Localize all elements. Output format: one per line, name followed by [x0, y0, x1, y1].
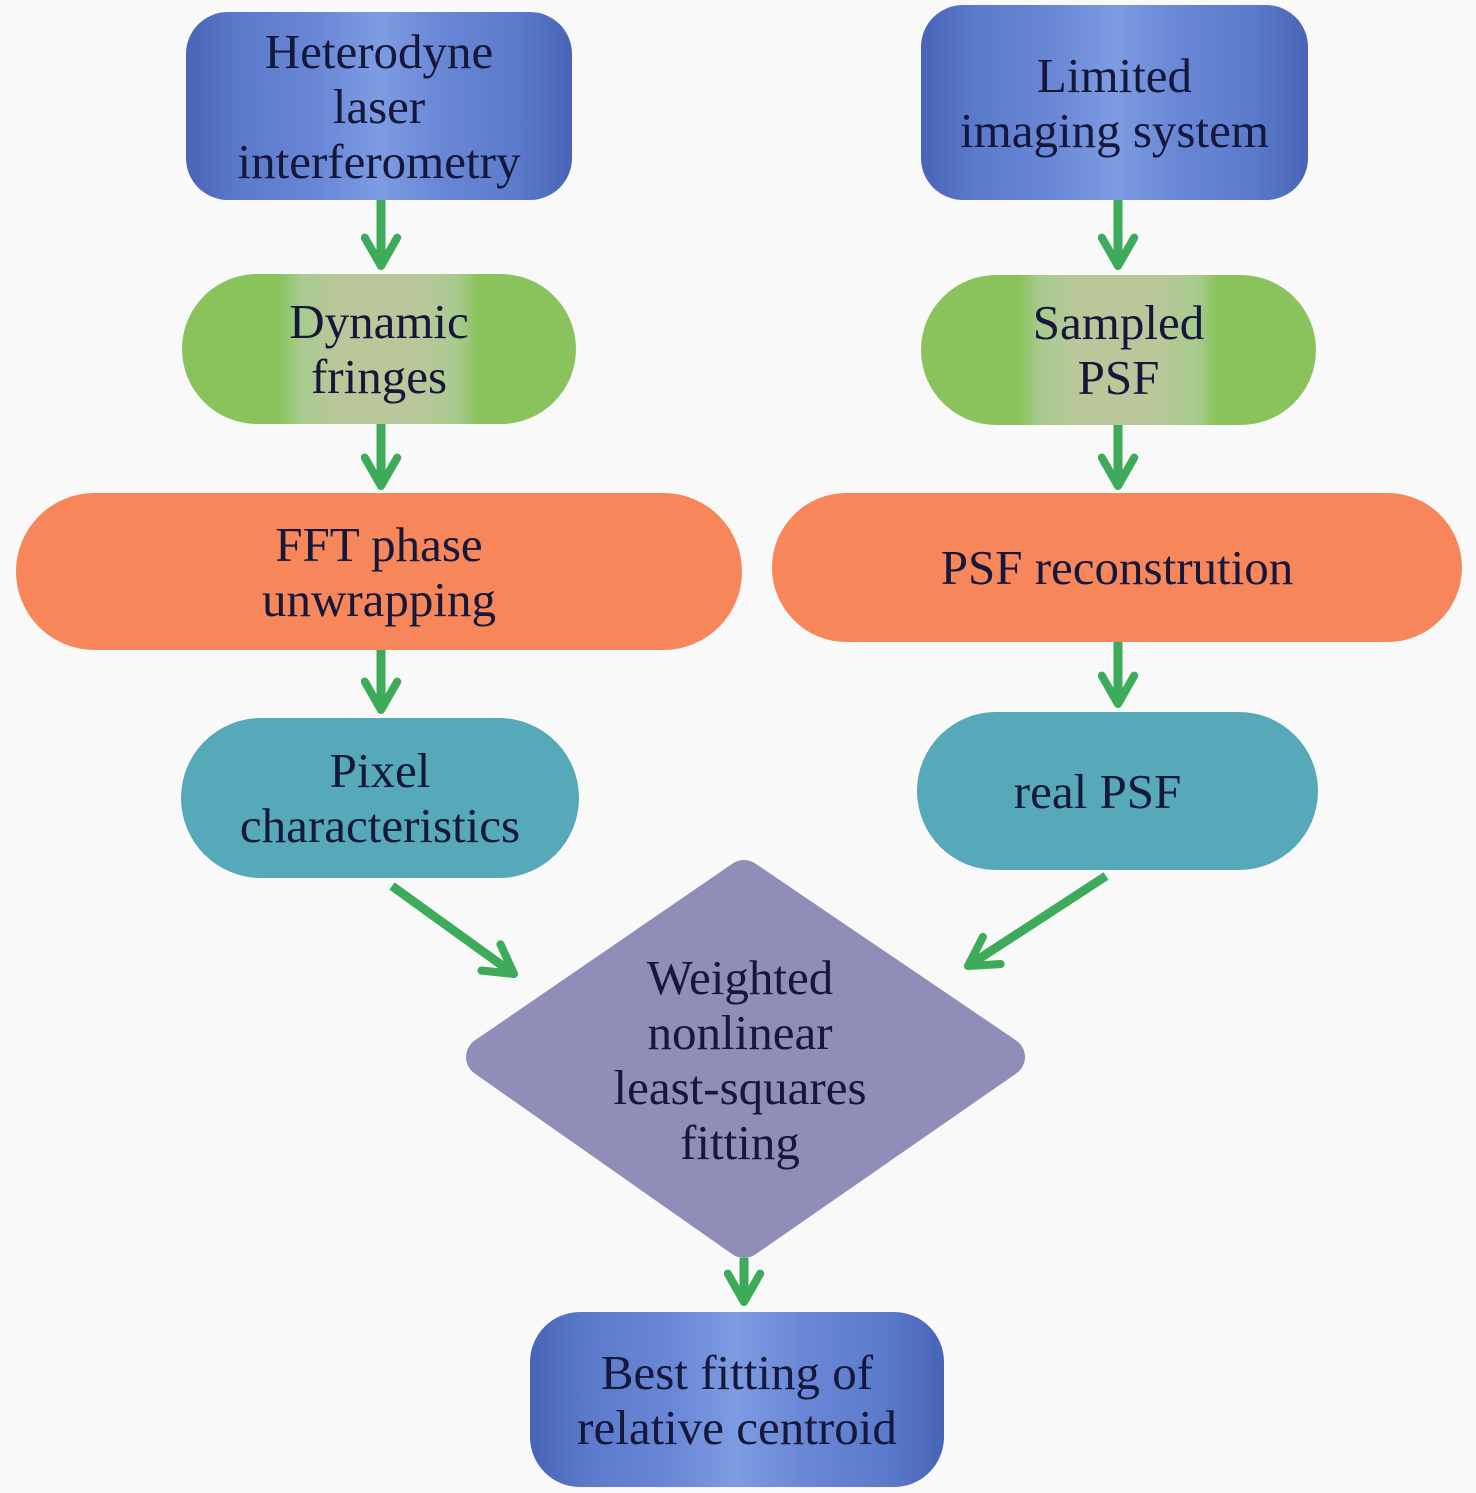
- node-label: Heterodyne laser interferometry: [237, 23, 521, 189]
- node-label: Sampled PSF: [1032, 295, 1205, 405]
- node-label: real PSF: [1013, 763, 1182, 819]
- decision-diamond-shape: [466, 860, 1025, 1258]
- node-fft-phase-unwrapping: FFT phase unwrapping: [16, 493, 742, 650]
- node-real-psf: real PSF: [917, 712, 1318, 870]
- node-label: Weighted nonlinear least-squares fitting: [613, 950, 867, 1170]
- node-heterodyne-laser-interferometry: Heterodyne laser interferometry: [186, 12, 572, 200]
- node-psf-reconstruction: PSF reconstrution: [772, 493, 1462, 642]
- node-label: Limited imaging system: [960, 47, 1269, 158]
- node-sampled-psf: Sampled PSF: [921, 275, 1316, 425]
- node-best-fitting-relative-centroid: Best fitting of relative centroid: [530, 1312, 944, 1487]
- node-label: FFT phase unwrapping: [261, 516, 497, 627]
- arrow-real-psf-to-weighted: [963, 872, 1109, 971]
- node-weighted-nonlinear-least-squares-fitting: Weighted nonlinear least-squares fitting: [540, 940, 940, 1180]
- node-dynamic-fringes: Dynamic fringes: [182, 274, 576, 424]
- node-pixel-characteristics: Pixel characteristics: [181, 718, 579, 878]
- arrow-pixel-to-weighted: [389, 882, 519, 979]
- node-label: Best fitting of relative centroid: [577, 1344, 897, 1455]
- node-label: PSF reconstrution: [940, 540, 1294, 595]
- node-label: Dynamic fringes: [289, 294, 469, 404]
- node-limited-imaging-system: Limited imaging system: [921, 5, 1308, 200]
- node-label: Pixel characteristics: [239, 743, 521, 853]
